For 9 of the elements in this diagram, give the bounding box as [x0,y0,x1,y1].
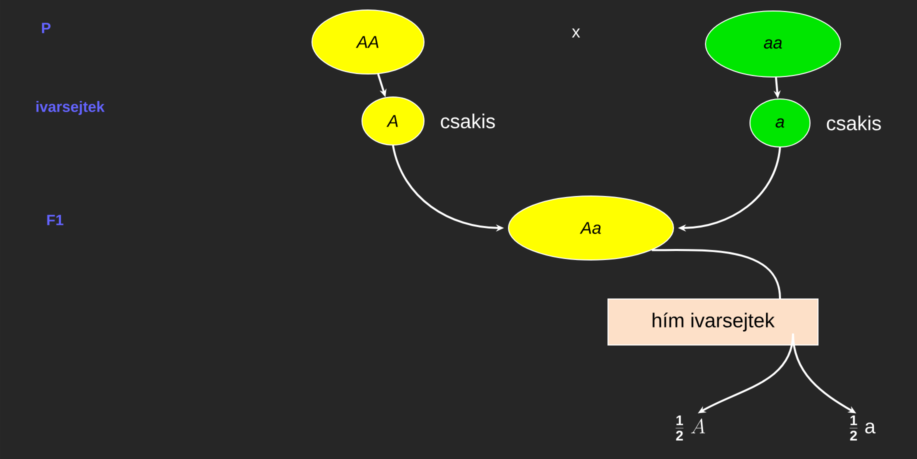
fraction-text: $\frac{\mathbf{1}}{\mathbf{2}}\;A$ [676,416,705,440]
beside-text: csakis [440,114,495,128]
row-label: P [42,22,50,34]
beside-text: csakis [826,116,881,130]
row-label: F1 [47,214,64,226]
row-label: ivarsejtek [36,101,105,115]
cross-sign: x [572,28,580,38]
fraction-text: $\frac{\mathbf{1}}{\mathbf{2}}\;\mathrm{a}$ [850,416,876,440]
label-box: hím ivarsejtek [608,298,818,346]
